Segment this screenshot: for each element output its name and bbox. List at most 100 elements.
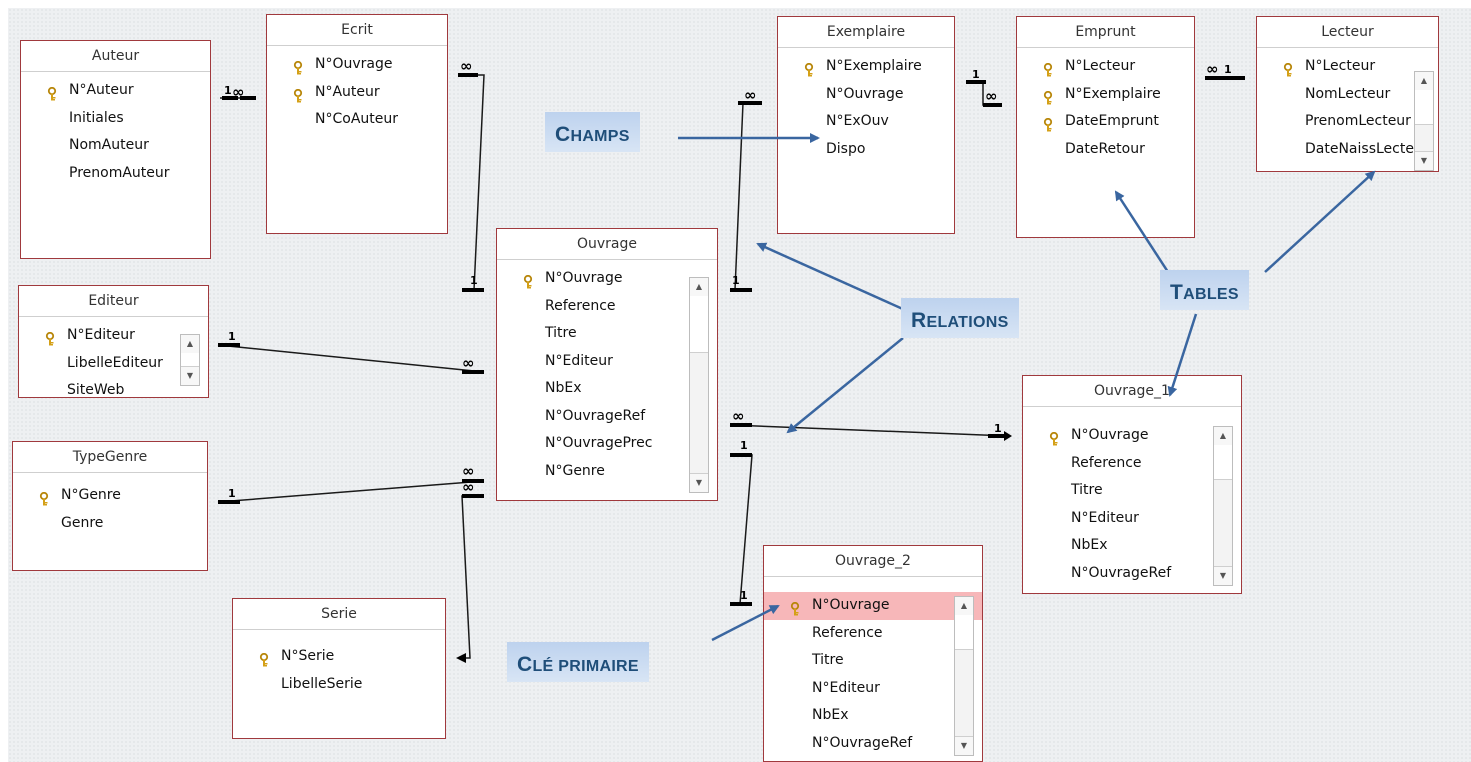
- field-row[interactable]: N°Genre: [497, 458, 717, 486]
- svg-text:∞: ∞: [732, 407, 745, 425]
- field-row[interactable]: N°Ouvrage: [267, 51, 447, 79]
- scroll-down-icon[interactable]: ▼: [1415, 151, 1433, 170]
- field-row[interactable]: Genre: [13, 510, 207, 538]
- field-row[interactable]: N°Ouvrage: [1023, 422, 1241, 450]
- label-tables: TABLES: [1160, 270, 1249, 310]
- field-name: N°Editeur: [545, 352, 613, 369]
- scroll-down-icon[interactable]: ▼: [181, 366, 199, 385]
- scroll-down-icon[interactable]: ▼: [955, 736, 973, 755]
- table-title: Editeur: [19, 286, 208, 317]
- field-row[interactable]: N°Exemplaire: [778, 53, 954, 81]
- field-row[interactable]: N°Editeur: [19, 322, 208, 350]
- primary-key-icon: [804, 60, 814, 77]
- field-row[interactable]: NbEx: [1023, 532, 1241, 560]
- field-row[interactable]: N°Ouvrage: [778, 81, 954, 109]
- primary-key-icon: [523, 272, 533, 289]
- field-name: PrenomAuteur: [69, 164, 170, 181]
- svg-text:∞: ∞: [985, 87, 998, 105]
- field-row[interactable]: Reference: [1023, 450, 1241, 478]
- primary-key-icon: [47, 84, 57, 101]
- field-row[interactable]: N°Ouvrage: [764, 592, 982, 620]
- scroll-up-icon[interactable]: ▲: [1214, 427, 1232, 446]
- svg-text:∞: ∞: [232, 83, 245, 101]
- field-row[interactable]: N°CoAuteur: [267, 106, 447, 134]
- field-row[interactable]: DateEmprunt: [1017, 108, 1194, 136]
- scroll-up-icon[interactable]: ▲: [955, 597, 973, 616]
- field-row[interactable]: NbEx: [764, 702, 982, 730]
- field-row[interactable]: N°Editeur: [1023, 505, 1241, 533]
- scrollbar[interactable]: ▲ ▼: [689, 277, 709, 493]
- field-name: LibelleSerie: [281, 675, 363, 692]
- field-name: DateNaissLecteur: [1305, 140, 1429, 157]
- scroll-up-icon[interactable]: ▲: [690, 278, 708, 297]
- field-row[interactable]: PrenomAuteur: [21, 160, 210, 188]
- field-row[interactable]: DateNaissLecteur: [1257, 136, 1438, 164]
- field-row[interactable]: N°Lecteur: [1257, 53, 1438, 81]
- scrollbar[interactable]: ▲ ▼: [180, 334, 200, 386]
- field-row[interactable]: N°Editeur: [497, 348, 717, 376]
- table-title: Serie: [233, 599, 445, 630]
- scroll-thumb[interactable]: [955, 615, 973, 650]
- scrollbar[interactable]: ▲ ▼: [954, 596, 974, 756]
- field-name: N°Auteur: [69, 82, 134, 98]
- field-row[interactable]: N°Exemplaire: [1017, 81, 1194, 109]
- label-champs: CHAMPS: [545, 112, 640, 152]
- field-row[interactable]: DateRetour: [1017, 136, 1194, 164]
- field-row[interactable]: SiteWeb: [19, 377, 208, 397]
- scroll-down-icon[interactable]: ▼: [690, 473, 708, 492]
- field-row[interactable]: Reference: [764, 620, 982, 648]
- field-row[interactable]: Titre: [497, 320, 717, 348]
- scroll-down-icon[interactable]: ▼: [1214, 566, 1232, 585]
- field-row[interactable]: NbEx: [497, 375, 717, 403]
- table-title: Ouvrage: [497, 229, 717, 260]
- field-row[interactable]: N°OuvragePrec: [497, 430, 717, 458]
- field-row[interactable]: N°Editeur: [764, 675, 982, 703]
- field-name: N°Lecteur: [1305, 58, 1376, 74]
- scroll-thumb[interactable]: [690, 296, 708, 353]
- svg-text:1: 1: [228, 487, 236, 500]
- field-row[interactable]: Initiales: [21, 105, 210, 133]
- field-row[interactable]: LibelleSerie: [233, 671, 445, 699]
- scrollbar[interactable]: ▲ ▼: [1213, 426, 1233, 586]
- scroll-thumb[interactable]: [1415, 90, 1433, 125]
- field-row[interactable]: N°Ouvrage: [497, 265, 717, 293]
- field-row[interactable]: N°OuvrageRef: [497, 403, 717, 431]
- scrollbar[interactable]: ▲ ▼: [1414, 71, 1434, 171]
- field-name: N°OuvragePrec: [545, 435, 653, 451]
- field-row[interactable]: NomLecteur: [1257, 81, 1438, 109]
- svg-text:∞: ∞: [462, 478, 475, 496]
- scroll-up-icon[interactable]: ▲: [181, 335, 199, 354]
- label-cle-primaire: CLÉ PRIMAIRE: [507, 642, 649, 682]
- field-row[interactable]: Titre: [764, 647, 982, 675]
- field-row[interactable]: Dispo: [778, 136, 954, 164]
- field-row[interactable]: PrenomLecteur: [1257, 108, 1438, 136]
- field-row[interactable]: N°Lecteur: [1017, 53, 1194, 81]
- primary-key-icon: [293, 86, 303, 102]
- field-row[interactable]: N°ExOuv: [778, 108, 954, 136]
- field-row[interactable]: LibelleEditeur: [19, 350, 208, 378]
- field-row[interactable]: N°Serie: [233, 643, 445, 671]
- scroll-up-icon[interactable]: ▲: [1415, 72, 1433, 91]
- field-row[interactable]: N°OuvrageRef: [764, 730, 982, 758]
- field-row[interactable]: N°OuvrageRef: [1023, 560, 1241, 588]
- field-row[interactable]: NomAuteur: [21, 132, 210, 160]
- field-row[interactable]: Reference: [497, 293, 717, 321]
- scroll-thumb[interactable]: [1214, 445, 1232, 480]
- field-row[interactable]: N°Auteur: [267, 79, 447, 107]
- field-name: Reference: [1071, 454, 1142, 471]
- svg-text:1: 1: [228, 330, 236, 343]
- field-row[interactable]: Titre: [1023, 477, 1241, 505]
- field-row[interactable]: N°Auteur: [21, 77, 210, 105]
- field-row[interactable]: N°Genre: [13, 482, 207, 510]
